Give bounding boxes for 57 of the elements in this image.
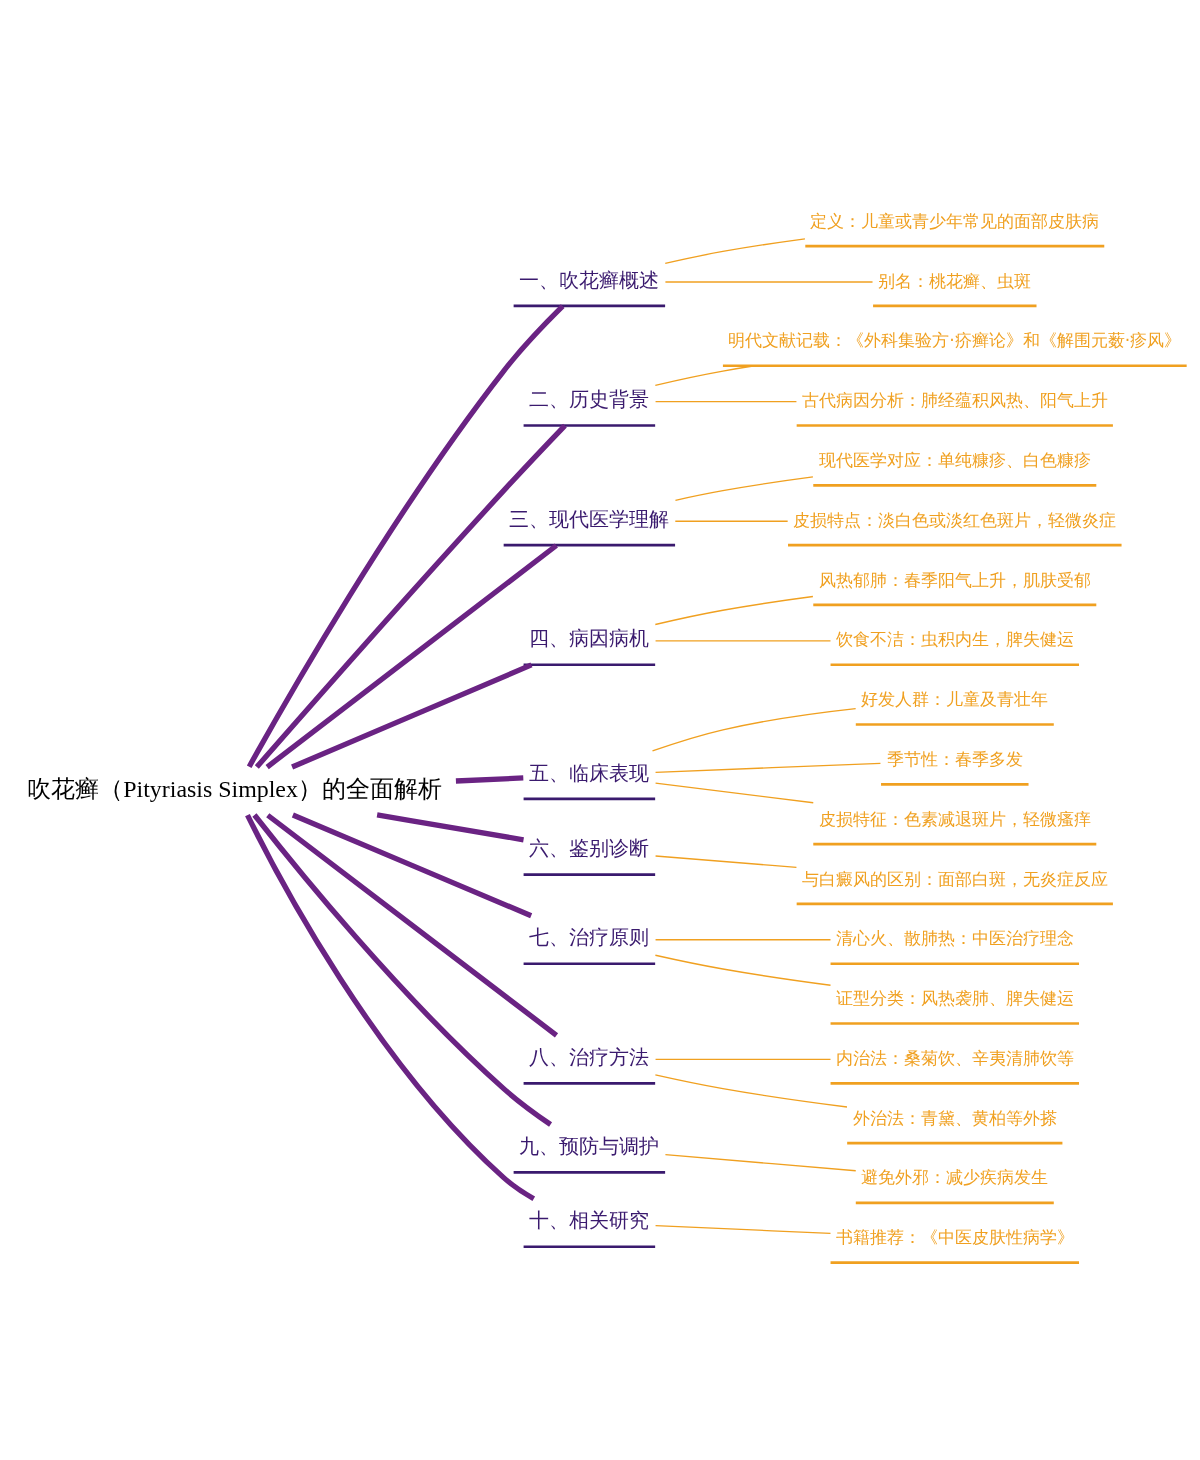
connector bbox=[254, 423, 567, 769]
connector bbox=[654, 639, 832, 641]
connector bbox=[654, 781, 814, 803]
connector bbox=[664, 1153, 857, 1171]
connector bbox=[654, 762, 882, 773]
node-text: 证型分类：风热袭肺、脾失健运 bbox=[835, 987, 1074, 1008]
connector bbox=[654, 595, 814, 625]
connector bbox=[651, 707, 857, 752]
node-text: 吹花癣（Pityriasis Simplex）的全面解析 bbox=[27, 775, 442, 802]
node-text: 饮食不洁：虫积内生，脾失健运 bbox=[835, 628, 1074, 649]
node-text: 四、病因病机 bbox=[529, 626, 650, 650]
node-text: 二、历史背景 bbox=[529, 387, 650, 411]
connector bbox=[455, 774, 524, 784]
connector bbox=[291, 661, 533, 769]
node-text: 与白癜风的区别：面部白斑，无炎症反应 bbox=[801, 868, 1108, 889]
connector bbox=[246, 303, 565, 768]
connector bbox=[291, 812, 533, 918]
node-text: 皮损特征：色素减退斑片，轻微瘙痒 bbox=[818, 808, 1091, 829]
connector bbox=[674, 475, 814, 501]
connector bbox=[654, 1073, 848, 1108]
node-text: 六、鉴别诊断 bbox=[529, 836, 650, 860]
node-text: 三、现代医学理解 bbox=[509, 507, 670, 531]
connector bbox=[266, 812, 559, 1037]
node-text: 一、吹花癣概述 bbox=[519, 268, 660, 292]
node-text: 明代文献记载：《外科集验方·疥癣论》和《解围元薮·疹风》 bbox=[728, 329, 1182, 350]
connector bbox=[265, 542, 558, 769]
node-text: 别名：桃花癣、虫斑 bbox=[878, 270, 1032, 291]
connector bbox=[654, 400, 798, 402]
connector bbox=[654, 364, 756, 386]
node-text: 书籍推荐：《中医皮肤性病学》 bbox=[835, 1226, 1074, 1247]
node-text: 内治法：桑菊饮、辛夷清肺饮等 bbox=[835, 1047, 1074, 1068]
node-text: 古代病因分析：肺经蕴积风热、阳气上升 bbox=[801, 389, 1108, 410]
connector bbox=[664, 237, 806, 264]
node-text: 皮损特点：淡白色或淡红色斑片，轻微炎症 bbox=[793, 509, 1117, 530]
connector bbox=[654, 938, 832, 940]
node-text: 季节性：春季多发 bbox=[886, 748, 1023, 769]
connector bbox=[376, 811, 524, 842]
connector bbox=[245, 813, 536, 1201]
node-text: 八、治疗方法 bbox=[529, 1045, 650, 1069]
connector bbox=[654, 954, 832, 986]
connector bbox=[654, 1058, 832, 1060]
connector bbox=[654, 854, 798, 868]
connector bbox=[654, 1224, 832, 1234]
node-text: 七、治疗原则 bbox=[529, 925, 650, 949]
node-text: 风热郁肺：春季阳气上升，肌肤受郁 bbox=[818, 569, 1091, 590]
connector bbox=[664, 280, 874, 283]
node-text: 外治法：青黛、黄柏等外搽 bbox=[852, 1107, 1057, 1128]
node-text: 五、临床表现 bbox=[529, 761, 650, 785]
node-text: 好发人群：儿童及青壮年 bbox=[861, 688, 1049, 709]
node-text: 现代医学对应：单纯糠疹、白色糠疹 bbox=[818, 449, 1091, 470]
node-text: 十、相关研究 bbox=[529, 1208, 650, 1232]
node-text: 九、预防与调护 bbox=[519, 1134, 660, 1158]
node-text: 定义：儿童或青少年常见的面部皮肤病 bbox=[810, 210, 1100, 231]
connector bbox=[674, 520, 789, 522]
node-text: 清心火、散肺热：中医治疗理念 bbox=[835, 927, 1074, 948]
node-text: 避免外邪：减少疾病发生 bbox=[861, 1166, 1049, 1187]
connector bbox=[252, 812, 553, 1127]
